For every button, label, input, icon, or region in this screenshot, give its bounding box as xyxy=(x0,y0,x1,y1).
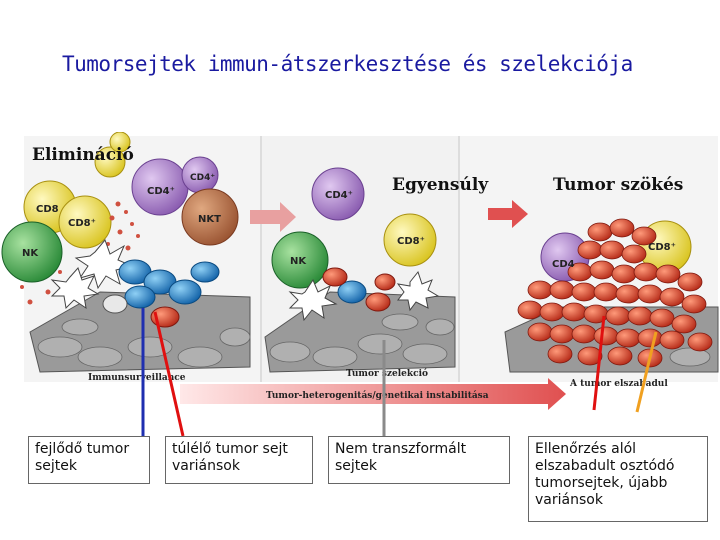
pointer-escaped-cells-red xyxy=(592,315,606,411)
caption-tumor-selection: Tumor szelekció xyxy=(346,368,428,379)
pointer-surviving-variants xyxy=(153,311,185,437)
caption-heterogeneity: Tumor-heterogenitás/genetikai instabilit… xyxy=(266,390,489,401)
phase-elimination: Elimináció xyxy=(32,145,134,165)
callout-developing-tumor: fejlődő tumor sejtek xyxy=(28,436,150,484)
pointer-escaped-cells-orange xyxy=(635,331,658,413)
immunoediting-figure: CD4⁺ CD4⁺ NKT CD8 CD8⁺ NK CD4⁺ CD8⁺ NK C… xyxy=(1,132,719,410)
label-nkt: NKT xyxy=(198,214,221,225)
escape-tumor-mass xyxy=(517,218,713,368)
phase-arrow-2 xyxy=(488,200,528,228)
label-cd4-3: CD4⁺ xyxy=(325,190,353,201)
callout-surviving-variants: túlélő tumor sejt variánsok xyxy=(165,436,313,484)
phase-escape: Tumor szökés xyxy=(553,175,683,195)
label-cd8-3: CD8⁺ xyxy=(648,242,676,253)
label-cd8-2: CD8⁺ xyxy=(397,236,425,247)
callout-nontransformed: Nem transzformált sejtek xyxy=(328,436,510,484)
label-cd8-1: CD8⁺ xyxy=(68,218,96,229)
slide-title: Tumorsejtek immun-átszerkesztése és szel… xyxy=(62,52,633,76)
label-nk-1: NK xyxy=(22,248,39,259)
phase-equilibrium: Egyensúly xyxy=(392,175,489,195)
label-cd4-1: CD4⁺ xyxy=(147,186,175,197)
equilibrium-cells xyxy=(271,167,440,322)
callout-escaped-cells: Ellenőrzés alól elszabadult osztódó tumo… xyxy=(528,436,708,522)
label-nk-2: NK xyxy=(290,256,307,267)
label-cd4-4: CD4 xyxy=(552,259,575,270)
heterogeneity-arrow xyxy=(180,378,566,410)
caption-immunosurveillance: Immunsurveillance xyxy=(88,373,186,383)
caption-tumor-escapes: A tumor elszabadul xyxy=(569,379,668,389)
label-cd8-short: CD8 xyxy=(36,204,59,215)
label-cd4-2: CD4⁺ xyxy=(190,173,215,183)
elimination-cells xyxy=(1,132,239,328)
phase-arrow-1 xyxy=(250,202,296,232)
